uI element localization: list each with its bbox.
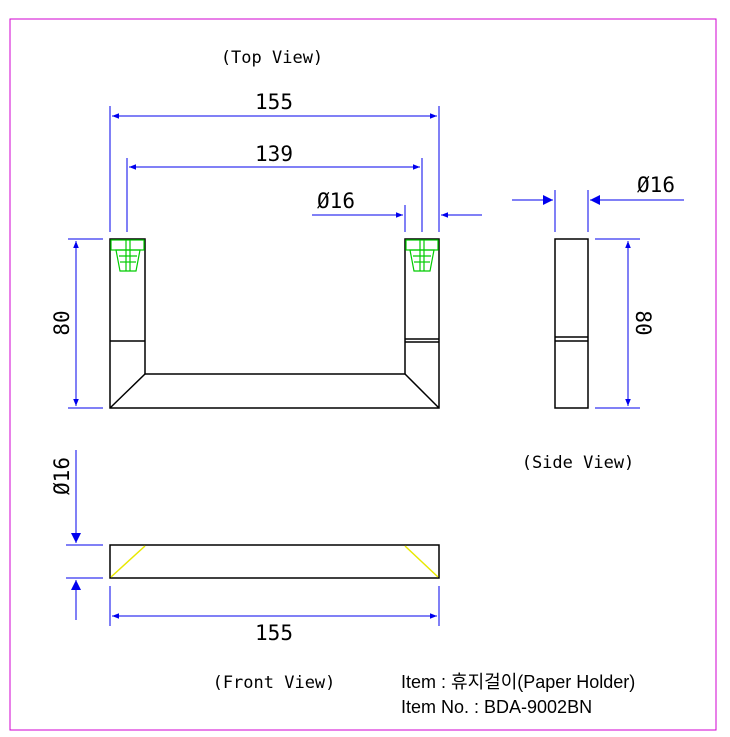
top-view-outline [109,238,440,409]
dim-front-width [109,586,440,626]
side-view: Ø16 80 (Side View) [512,173,684,473]
item-name: Item : 휴지걸이(Paper Holder) [401,672,635,692]
dim-top-tube-label: Ø16 [317,189,355,213]
front-view: Ø16 155 (Front View) [50,450,440,693]
dim-side-height-label: 80 [631,310,655,335]
dim-side-diameter [512,190,684,232]
top-view: (Top View) [50,48,482,409]
dim-top-tube [312,205,482,232]
top-view-label: (Top View) [221,48,323,68]
title-block: Item : 휴지걸이(Paper Holder) Item No. : BDA… [401,672,635,717]
dim-side-diameter-label: Ø16 [637,173,675,197]
dim-side-height [595,238,640,409]
dim-top-height [68,238,103,409]
dim-top-overall-label: 155 [255,90,293,114]
item-number: Item No. : BDA-9002BN [401,697,592,717]
side-view-outline [554,238,589,409]
drawing-border [9,18,717,731]
side-view-label: (Side View) [522,453,635,473]
dim-top-inner [126,158,423,232]
front-view-bends [110,545,439,578]
front-view-label: (Front View) [213,673,336,693]
dim-top-height-label: 80 [50,310,74,335]
dim-top-inner-label: 139 [255,142,293,166]
front-view-outline [109,544,440,579]
dim-top-overall [109,106,440,232]
dim-front-width-label: 155 [255,621,293,645]
left-mount-detail [110,239,145,272]
dim-front-thickness-label: Ø16 [50,457,74,495]
dim-front-thickness [66,450,103,620]
right-mount-detail [405,239,439,272]
